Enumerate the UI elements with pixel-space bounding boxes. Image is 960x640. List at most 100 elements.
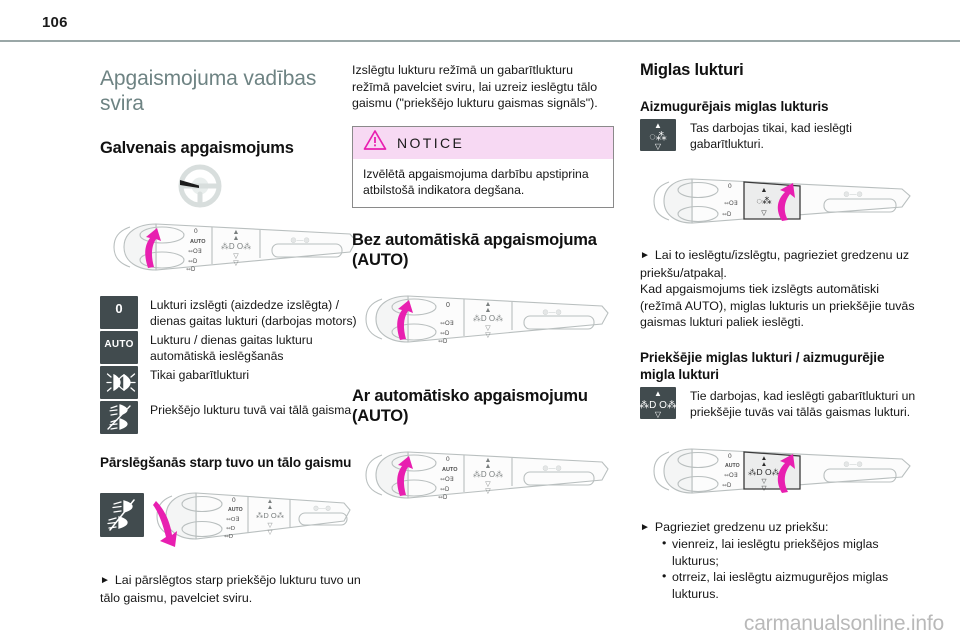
legend-text: Tie darbojas, kad ieslēgti gabarītluktur… <box>690 388 916 419</box>
page-header: 106 <box>0 0 960 40</box>
svg-text:▲: ▲ <box>761 455 767 462</box>
svg-text:⇿D: ⇿D <box>722 212 732 218</box>
legend-text: Lukturi izslēgti (aizdedze izslēgta) / d… <box>150 298 357 328</box>
svg-text:AUTO: AUTO <box>725 463 740 469</box>
page-number: 106 <box>42 14 68 31</box>
svg-text:◍—◍: ◍—◍ <box>843 191 862 198</box>
svg-text:▲: ▲ <box>761 187 768 194</box>
instruction-rear-fog: ►Lai to ieslēgtu/izslēgtu, pagrieziet gr… <box>640 248 910 280</box>
svg-text:▲: ▲ <box>485 457 492 464</box>
warning-triangle-icon <box>363 129 387 156</box>
svg-text:0: 0 <box>446 302 450 309</box>
svg-text:⇿O∃: ⇿O∃ <box>724 472 738 479</box>
svg-text:◍—◍: ◍—◍ <box>290 237 309 244</box>
auto-lights-icon: AUTO <box>100 331 138 364</box>
svg-text:⁂D O⁂: ⁂D O⁂ <box>473 470 503 479</box>
svg-text:0: 0 <box>194 228 198 235</box>
svg-text:▲: ▲ <box>485 307 492 314</box>
arrow-right-icon: ► <box>100 575 110 586</box>
svg-text:⇿D: ⇿D <box>226 526 235 532</box>
svg-text:⇿D: ⇿D <box>188 259 198 265</box>
beam-flash-icon <box>100 493 144 537</box>
header-divider <box>0 40 960 42</box>
svg-text:◍—◍: ◍—◍ <box>542 309 561 316</box>
legend-text: Priekšējo lukturu tuvā vai tālā gaisma <box>150 403 352 417</box>
table-row: Priekšējo lukturu tuvā vai tālā gaisma <box>100 401 362 436</box>
sidelights-icon <box>100 366 138 399</box>
instruction-beam-switch: ►Lai pārslēgtos starp priekšējo lukturu … <box>100 573 361 605</box>
svg-text:⁂D O⁂: ⁂D O⁂ <box>640 400 676 411</box>
table-row: ▲ ◌⁂ ▽ Tas darbojas tikai, kad ieslēgti … <box>640 119 918 153</box>
svg-text:⇿D: ⇿D <box>224 534 233 540</box>
svg-text:▲: ▲ <box>654 121 662 130</box>
arrow-right-icon: ► <box>640 250 650 261</box>
legend-text: Tas darbojas tikai, kad ieslēgti gabarīt… <box>690 121 852 151</box>
rear-fog-legend: ▲ ◌⁂ ▽ Tas darbojas tikai, kad ieslēgti … <box>640 119 918 153</box>
section-heading-main-lighting: Galvenais apgaismojums <box>100 139 294 157</box>
beam-switch-illustration-row: 0 AUTO ⇿O∃ ⇿D ⇿D ▲ ▲ ⁂D O⁂ ▽ ▽ ◍—◍ <box>100 479 362 564</box>
list-item: otrreiz, lai ieslēgtu aizmugurējos migla… <box>662 568 918 602</box>
svg-text:▲: ▲ <box>485 301 492 308</box>
svg-text:◍—◍: ◍—◍ <box>542 465 561 472</box>
instruction-front-rear-fog: ►Pagrieziet gredzenu uz priekšu: <box>640 519 829 534</box>
table-row: 0 Lukturi izslēgti (aizdedze izslēgta) /… <box>100 296 362 331</box>
rear-fog-lamp-icon: ▲ ◌⁂ ▽ <box>640 119 676 151</box>
svg-text:▽: ▽ <box>762 485 768 492</box>
steering-wheel-illustration <box>100 164 362 208</box>
svg-text:▽: ▽ <box>655 410 662 419</box>
svg-text:◍—◍: ◍—◍ <box>313 505 331 512</box>
svg-text:▽: ▽ <box>655 142 662 151</box>
svg-text:AUTO: AUTO <box>442 467 458 473</box>
stalk-illustration-rear-fog: 0 ⇿O∃ ⇿D ▲ ◌⁂ ▽ ◍—◍ <box>640 161 918 239</box>
svg-text:▲: ▲ <box>267 504 273 511</box>
notice-label: NOTICE <box>397 134 465 151</box>
svg-text:▲: ▲ <box>485 463 492 470</box>
svg-text:◍—◍: ◍—◍ <box>843 461 862 468</box>
stalk-illustration-front-rear-fog: 0 AUTO ⇿O∃ ⇿D ▲ ▲ ⁂D O⁂ ▽ ▽ ◍—◍ <box>640 431 918 511</box>
svg-text:▽: ▽ <box>485 488 491 495</box>
subsection-heading-beam-switch: Pārslēgšanās starp tuvo un tālo gaismu <box>100 455 352 470</box>
svg-text:▲: ▲ <box>233 229 240 236</box>
svg-text:⇿D: ⇿D <box>722 483 732 489</box>
magenta-arrow-up-curved <box>777 453 795 493</box>
stalk-diagram-front-rear-fog: 0 AUTO ⇿O∃ ⇿D ▲ ▲ ⁂D O⁂ ▽ ▽ ◍—◍ <box>653 447 911 494</box>
svg-text:0: 0 <box>232 497 236 504</box>
list-item: vienreiz, lai ieslēgtu priekšējos miglas… <box>662 535 918 569</box>
svg-text:▽: ▽ <box>233 253 239 260</box>
svg-text:⇿D: ⇿D <box>440 331 450 337</box>
stalk-diagram: 0 AUTO ⇿O∃ ⇿D ⇿D ▲ ▲ ⁂D O⁂ ▽ ▽ ◍—◍ <box>113 223 357 273</box>
site-watermark: carmanualsonline.info <box>743 612 944 635</box>
svg-text:▲: ▲ <box>233 235 240 242</box>
svg-text:0: 0 <box>728 183 732 190</box>
svg-text:⁂D O⁂: ⁂D O⁂ <box>256 511 285 520</box>
notice-box: NOTICE Izvēlētā apgaismojuma darbību aps… <box>352 125 614 208</box>
svg-text:▲: ▲ <box>761 461 767 468</box>
intro-paragraph: Izslēgtu lukturu režīmā un gabarītluktur… <box>352 63 598 110</box>
svg-text:AUTO: AUTO <box>190 239 206 245</box>
svg-text:▽: ▽ <box>233 260 239 267</box>
svg-text:◌⁂: ◌⁂ <box>756 196 772 207</box>
lighting-legend-table: 0 Lukturi izslēgti (aizdedze izslēgta) /… <box>100 296 362 436</box>
svg-text:⇿O∃: ⇿O∃ <box>724 200 738 207</box>
magenta-arrow-up <box>145 228 161 268</box>
stalk-illustration-no-auto: 0 ⇿O∃ ⇿D ⇿D ▲ ▲ ⁂D O⁂ ▽ ▽ ◍—◍ <box>352 280 614 364</box>
subsection-heading-front-rear-fog: Priekšējie miglas lukturi / aizmugurējie… <box>640 349 885 382</box>
column-left: Apgaismojuma vadības svira Galvenais apg… <box>100 52 362 606</box>
page-columns: Apgaismojuma vadības svira Galvenais apg… <box>0 52 960 632</box>
table-row: Tikai gabarītlukturi <box>100 366 362 401</box>
front-rear-fog-legend: ▲ ⁂D O⁂ ▽ Tie darbojas, kad ieslēgti gab… <box>640 386 918 421</box>
lighting-stalk-illustration-main: 0 AUTO ⇿O∃ ⇿D ⇿D ▲ ▲ ⁂D O⁂ ▽ ▽ ◍—◍ <box>100 208 362 286</box>
magenta-arrow-down <box>153 501 177 547</box>
stalk-diagram-beam: 0 AUTO ⇿O∃ ⇿D ⇿D ▲ ▲ ⁂D O⁂ ▽ ▽ ◍—◍ <box>153 492 351 547</box>
svg-text:⇿D: ⇿D <box>438 495 448 501</box>
svg-text:⁂D O⁂: ⁂D O⁂ <box>221 242 251 251</box>
svg-text:⇿O∃: ⇿O∃ <box>226 516 239 523</box>
arrow-right-icon: ► <box>640 521 650 533</box>
section-heading-fog-lights: Miglas lukturi <box>640 61 744 79</box>
svg-text:AUTO: AUTO <box>228 507 243 513</box>
section-heading-no-auto: Bez automātiskā apgaismojuma (AUTO) <box>352 230 597 269</box>
table-row: ▲ ⁂D O⁂ ▽ Tie darbojas, kad ieslēgti gab… <box>640 386 918 421</box>
subsection-heading-rear-fog: Aizmugurējais miglas lukturis <box>640 99 829 114</box>
svg-text:⇿O∃: ⇿O∃ <box>440 320 454 327</box>
svg-text:▲: ▲ <box>654 389 662 398</box>
